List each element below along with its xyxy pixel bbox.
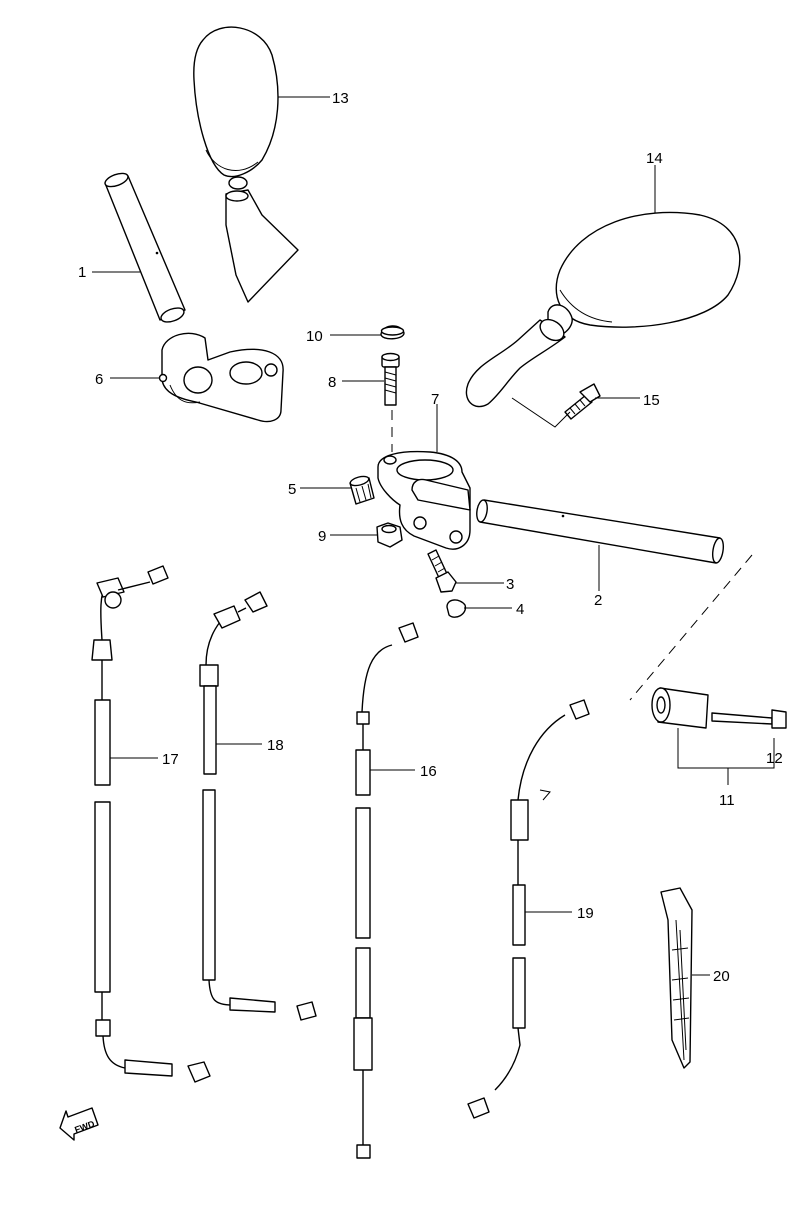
leader-lines [92,96,775,976]
callout-9: 9 [318,528,326,545]
assembly-dash-lines [391,397,753,701]
callout-11: 11 [719,792,735,809]
callout-13: 13 [332,90,349,107]
callout-17: 17 [162,751,179,768]
part-10-cap [380,325,405,340]
callout-1: 1 [78,264,86,281]
part-5-nut [349,475,375,505]
part-17-throttle-cable [91,565,211,1083]
callout-14: 14 [646,150,663,167]
part-19-clutch-cable [467,699,590,1119]
part-16-cable [353,622,419,1159]
callout-12: 12 [766,750,783,767]
part-7-handlebar-holder-right [377,450,471,550]
part-14-right-mirror [465,211,741,408]
part-1-handlebar-left [104,172,186,323]
part-9-nut [376,522,403,548]
callout-19: 19 [577,905,594,922]
part-11-balancer [651,687,787,729]
callout-2: 2 [594,592,602,609]
part-4-cap [446,599,467,618]
part-8-bolt [381,352,400,406]
callout-20: 20 [713,968,730,985]
forward-arrow-icon: FWD [59,1107,99,1141]
callout-5: 5 [288,481,296,498]
callout-3: 3 [506,576,514,593]
callout-18: 18 [267,737,284,754]
part-13-left-mirror [193,26,299,303]
part-3-bolt [427,549,457,593]
callout-8: 8 [328,374,336,391]
callout-16: 16 [420,763,437,780]
part-18-throttle-cable [199,591,317,1021]
part-2-handlebar-right [476,499,725,564]
callout-6: 6 [95,371,103,388]
callout-15: 15 [643,392,660,409]
callout-10: 10 [306,328,323,345]
part-20-tie [660,887,693,1069]
part-15-screw [564,383,601,420]
callout-labels: 13 14 1 10 6 8 7 15 5 9 3 2 4 12 18 17 1… [78,90,783,985]
callout-7: 7 [431,391,439,408]
callout-4: 4 [516,601,524,618]
part-6-handlebar-holder-left [158,332,284,423]
